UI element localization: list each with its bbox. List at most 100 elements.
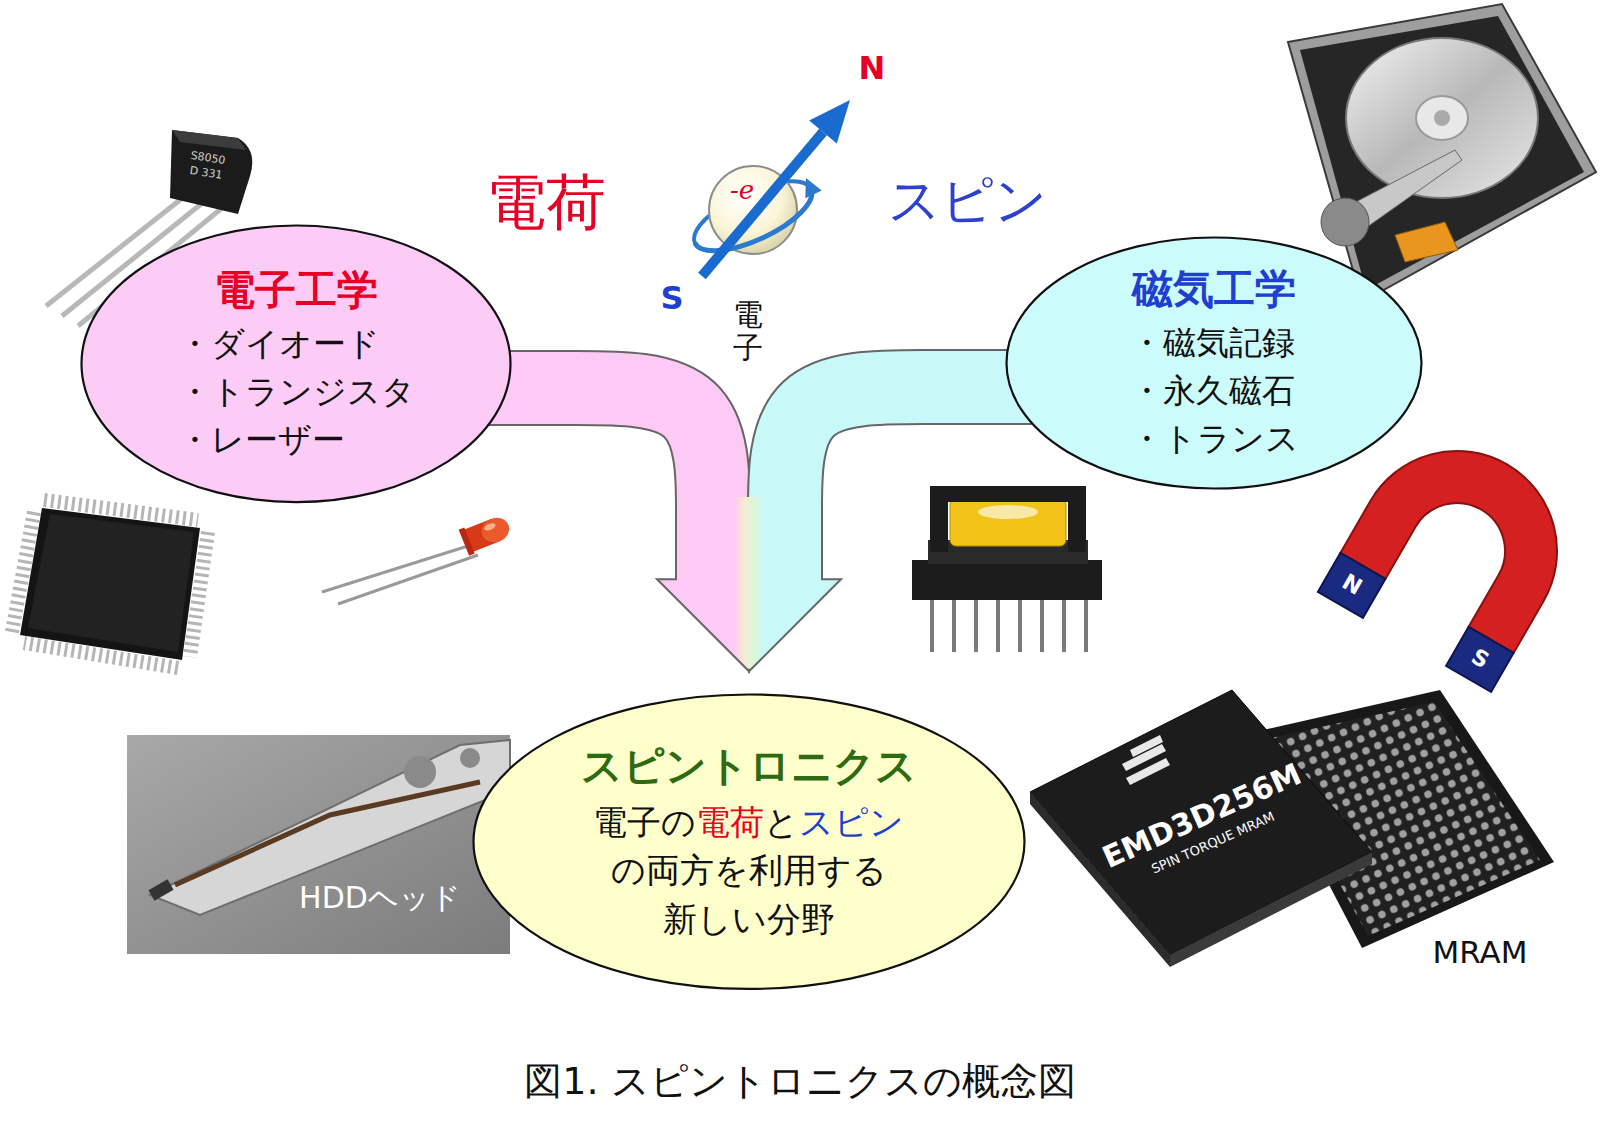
merge-arrow-band <box>749 387 1064 671</box>
bullet-item: ・トランス <box>1130 415 1299 463</box>
bullet-item: ・レーザー <box>178 416 345 464</box>
photo-label: HDDヘッド <box>299 880 461 916</box>
electron-label: 電子 <box>733 298 763 364</box>
bullet-item: ・磁気記録 <box>1130 319 1295 367</box>
transformer-pins-part <box>1084 595 1088 652</box>
ellipse-shape <box>474 695 1025 989</box>
hard-disk-illustration <box>1288 4 1596 302</box>
body-text-run: スピン <box>799 802 904 842</box>
mram-logo <box>1122 735 1170 785</box>
ellipse-shape <box>1007 238 1422 489</box>
node-heading: 磁気工学 <box>1132 264 1296 315</box>
ic-chip-body <box>20 508 200 660</box>
bullet-item: ・ダイオード <box>178 320 380 368</box>
transformer-pins-part <box>1018 595 1022 652</box>
magnet-pole <box>1446 627 1514 692</box>
bullet-list: ・ダイオード・トランジスタ・レーザー <box>178 320 415 464</box>
transistor-body <box>170 130 252 214</box>
transformer-pins-part <box>1040 595 1044 652</box>
transformer-pins <box>932 595 1086 652</box>
head-arm-hole <box>404 756 436 788</box>
head-arm <box>150 740 510 915</box>
ic-chip-illustration <box>12 500 208 668</box>
spin-arrow <box>702 132 823 276</box>
magnet-body <box>1340 414 1593 653</box>
transformer-coil-highlight <box>978 505 1038 519</box>
charge-label: 電荷 <box>486 166 606 238</box>
mram-chip-illustration <box>1030 690 1554 967</box>
horseshoe-magnet-illustration <box>1318 414 1594 692</box>
hdd-head-photo <box>127 735 510 954</box>
mram-chip-edge <box>1170 852 1372 967</box>
node-heading: 電子工学 <box>214 265 378 316</box>
ellipse-node: 磁気工学・磁気記録・永久磁石・トランス <box>1005 236 1423 490</box>
head-flex-cable <box>175 782 480 885</box>
mram-logo-part <box>1130 735 1163 757</box>
north-pole-label: N <box>859 49 886 87</box>
south-pole-label: S <box>660 279 683 317</box>
node-content: 電子工学・ダイオード・トランジスタ・レーザー <box>178 265 415 464</box>
transformer-pins-part <box>952 595 956 652</box>
body-text-run: の両方を利用する 新しい分野 <box>611 850 887 938</box>
led-lens-part <box>478 514 513 547</box>
hard-disk-hub <box>1416 96 1468 140</box>
ic-chip-top <box>28 514 194 652</box>
mram-chip-front <box>1030 690 1372 955</box>
electron-orbit-front <box>695 189 821 265</box>
electron-charge-symbol: -e <box>730 175 754 206</box>
figure-caption: 図1. スピントロニクスの概念図 <box>524 1059 1075 1105</box>
transistor-marking: D 331 <box>189 164 224 182</box>
spin-arrowhead <box>809 100 850 144</box>
hard-disk-spindle <box>1434 110 1450 126</box>
led-lens-part <box>483 522 496 532</box>
electron-illustration <box>685 100 850 276</box>
edge-group <box>452 387 1064 671</box>
bullet-item: ・トランジスタ <box>178 368 415 416</box>
body-text-run: 電荷 <box>696 802 764 842</box>
led-illustration <box>322 512 514 604</box>
transformer-pins-part <box>996 595 1000 652</box>
ellipse-node: スピントロニクス電子の電荷とスピン の両方を利用する 新しい分野 <box>472 693 1026 990</box>
head-arm-hole <box>460 748 480 768</box>
photo-label: MRAM <box>1433 934 1528 971</box>
magnet-pole <box>1318 553 1386 618</box>
mram-chip-edge <box>1030 792 1170 967</box>
transformer-core <box>930 486 1086 502</box>
spin-label: スピン <box>888 169 1047 231</box>
bullet-item: ・永久磁石 <box>1130 367 1295 415</box>
electron-orbit-arrowhead <box>798 174 822 198</box>
transformer-core <box>930 486 948 552</box>
band-fill <box>785 387 1064 581</box>
ic-chip-pins <box>12 500 208 668</box>
transformer-core <box>1068 486 1086 552</box>
led-lens-part <box>459 528 475 556</box>
hard-disk-actuator <box>1321 198 1369 246</box>
bullet-list: ・磁気記録・永久磁石・トランス <box>1130 319 1299 463</box>
merge-arrow-band <box>452 388 749 671</box>
transformer-pins-part <box>974 595 978 652</box>
hard-disk-case <box>1288 4 1596 302</box>
body-text-run: 電子の <box>593 802 696 842</box>
magnet-pole-label: N <box>1337 569 1366 601</box>
hard-disk-connector <box>1395 222 1458 262</box>
transformer-pins-part <box>930 595 934 652</box>
transformer-bobbin <box>912 560 1102 600</box>
transformer-pins-part <box>1062 595 1066 652</box>
ellipse-shape <box>82 226 511 503</box>
magnet-pole-label: S <box>1467 644 1494 675</box>
body-text-run: と <box>764 802 799 842</box>
head-slider <box>148 879 173 900</box>
node-body: 電子の電荷とスピン の両方を利用する 新しい分野 <box>586 798 912 943</box>
color-blend <box>734 579 764 669</box>
transistor-top <box>172 130 246 150</box>
color-blend <box>734 497 764 580</box>
band-outline <box>785 387 1064 581</box>
node-content: 磁気工学・磁気記録・永久磁石・トランス <box>1130 264 1299 463</box>
chip-marking: EMD3D256M <box>1097 756 1307 876</box>
hard-disk-base <box>1300 16 1584 290</box>
led-lens <box>459 512 514 556</box>
photo-background <box>127 735 510 954</box>
